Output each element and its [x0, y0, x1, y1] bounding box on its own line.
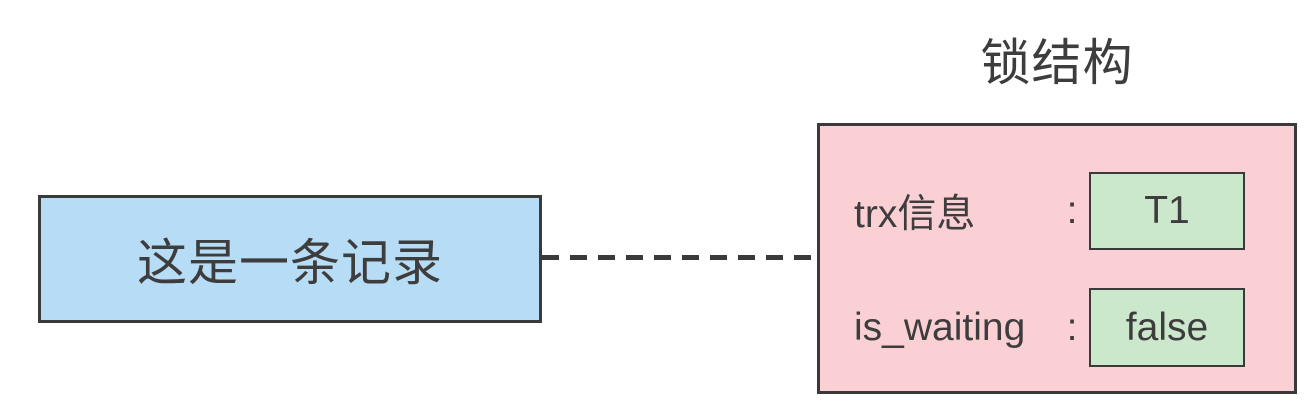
- lock-row-separator: :: [1066, 305, 1078, 349]
- record-label: 这是一条记录: [137, 235, 443, 291]
- lock-row-label: trx信息: [854, 193, 976, 236]
- lock-row-separator: :: [1066, 189, 1078, 232]
- record-box: 这是一条记录: [38, 195, 542, 323]
- lock-structure-title: 锁结构: [980, 35, 1134, 91]
- lock-row-trx: trx信息 : T1: [820, 172, 1294, 250]
- lock-row-label: is_waiting: [854, 305, 1026, 349]
- dashed-connector: [542, 255, 818, 260]
- lock-structure-box: trx信息 : T1 is_waiting : false: [817, 123, 1297, 394]
- lock-row-value: T1: [1089, 172, 1245, 250]
- lock-row-value: false: [1089, 288, 1245, 367]
- lock-row-is-waiting: is_waiting : false: [820, 288, 1294, 367]
